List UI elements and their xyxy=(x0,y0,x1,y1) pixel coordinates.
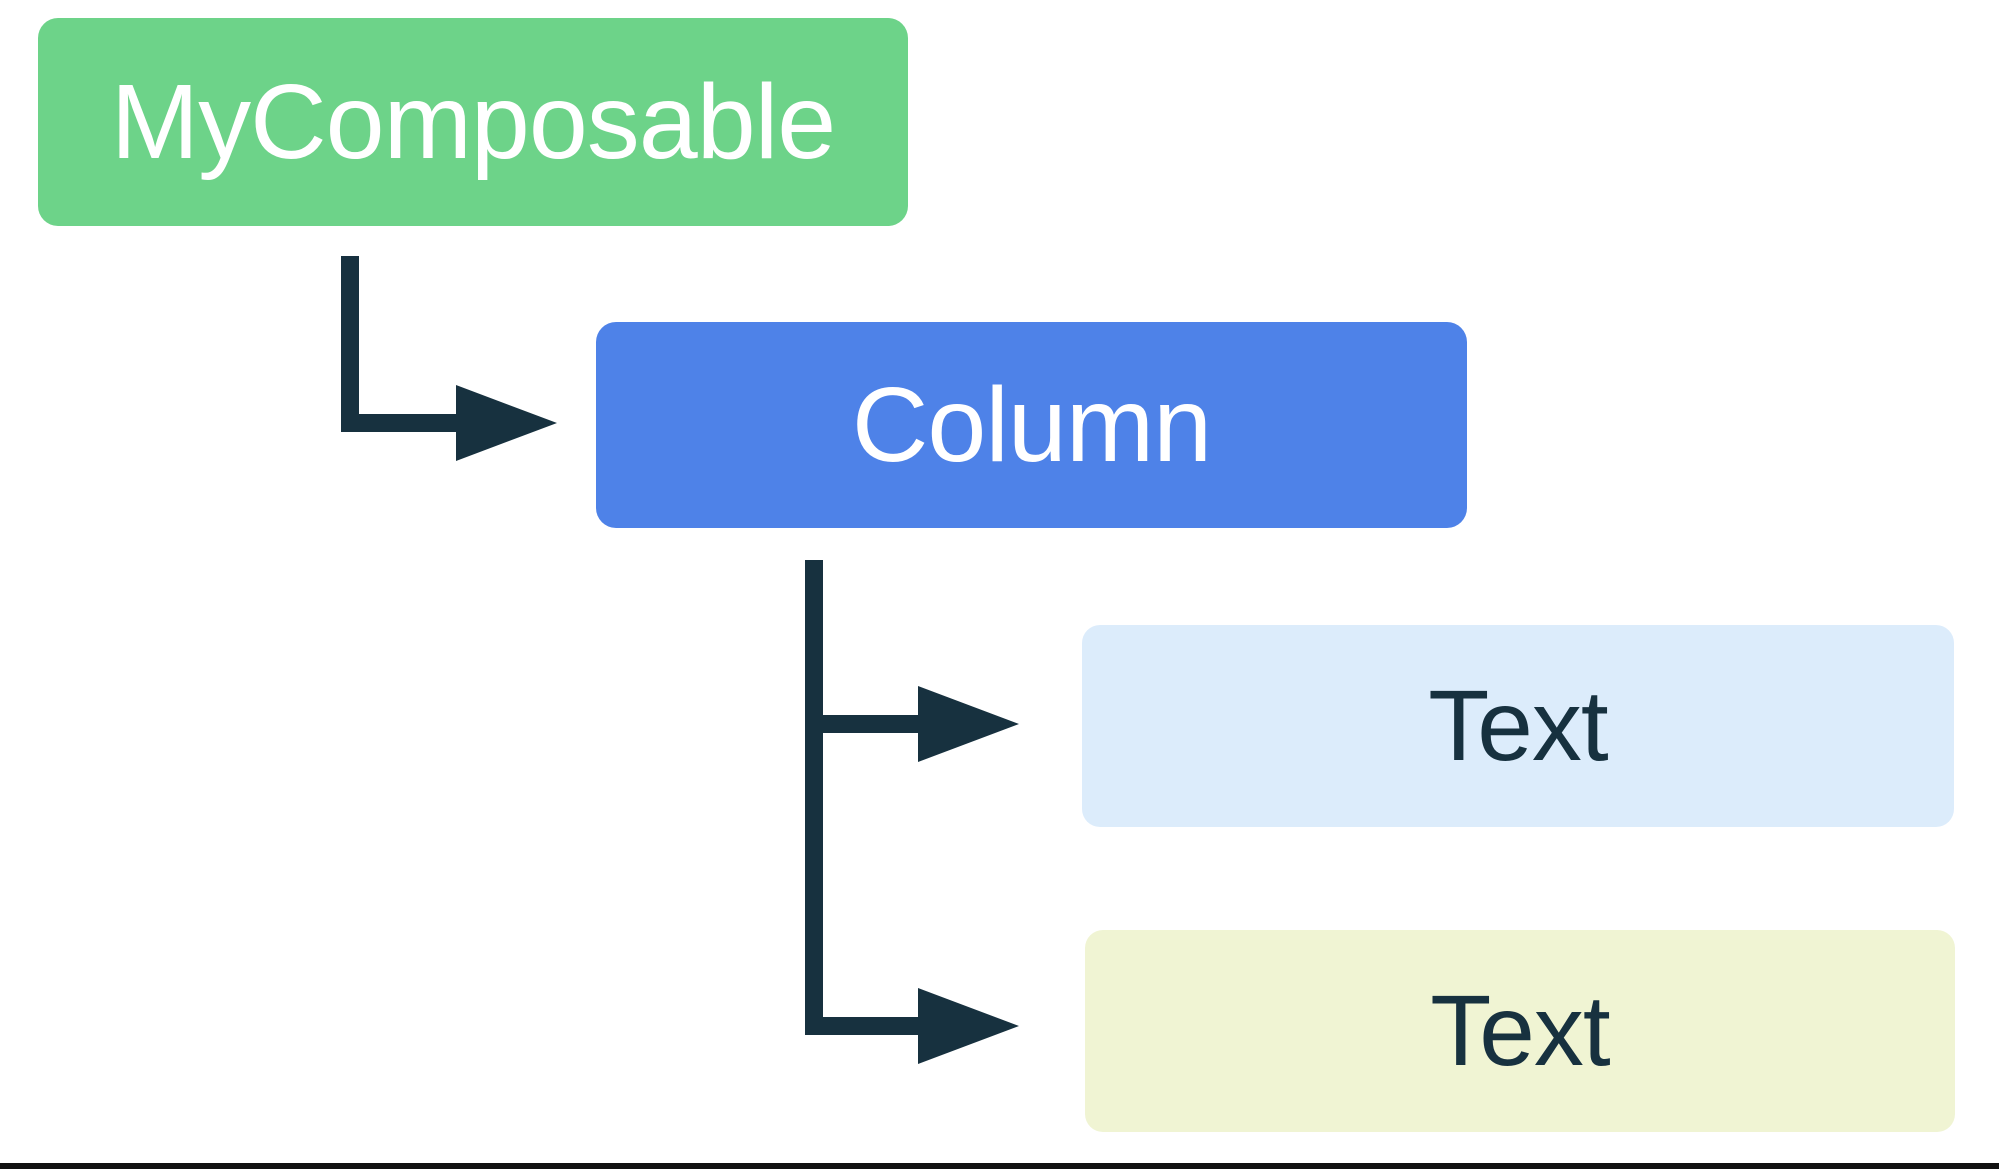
node-text-2-label: Text xyxy=(1430,974,1610,1087)
node-column-label: Column xyxy=(851,365,1212,484)
node-text-2: Text xyxy=(1085,930,1955,1132)
connector-column-vertical-line xyxy=(805,560,823,1035)
connector-branch2-horizontal-line xyxy=(805,1017,920,1035)
node-text-1-label: Text xyxy=(1428,669,1608,782)
arrowhead-to-text1-icon xyxy=(918,686,1019,762)
node-column: Column xyxy=(596,322,1467,528)
bottom-edge-divider xyxy=(0,1163,1999,1169)
connector-root-vertical-line xyxy=(341,256,359,432)
node-mycomposable-label: MyComposable xyxy=(110,62,836,181)
node-mycomposable: MyComposable xyxy=(38,18,908,226)
arrowhead-to-text2-icon xyxy=(918,988,1019,1064)
connector-branch1-horizontal-line xyxy=(805,715,920,733)
arrowhead-to-column-icon xyxy=(456,385,557,461)
node-text-1: Text xyxy=(1082,625,1954,827)
connector-root-horizontal-line xyxy=(341,414,459,432)
